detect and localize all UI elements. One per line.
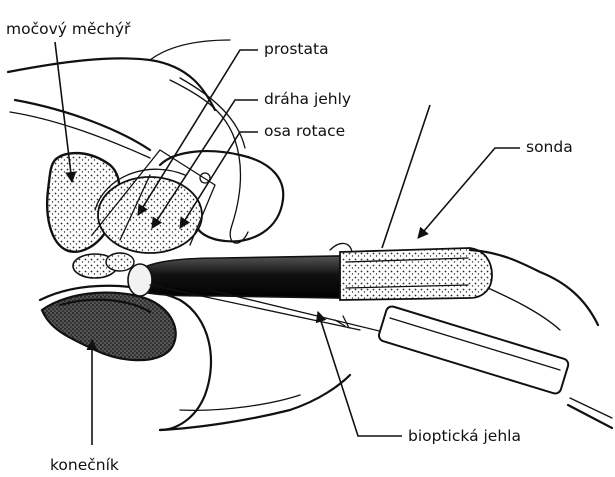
- probe-label: sonda: [526, 138, 573, 156]
- prostate-label: prostata: [264, 40, 329, 58]
- rectum-label: konečník: [50, 456, 119, 474]
- rectum-shape: [42, 293, 176, 361]
- biopsy-needle-label: bioptická jehla: [408, 427, 521, 445]
- needle-path-label: dráha jehly: [264, 90, 351, 108]
- bladder-label: močový měchýř: [6, 20, 131, 38]
- needle-guide: [150, 285, 612, 428]
- vesicle-shape: [73, 253, 134, 278]
- rotation-axis-label: osa rotace: [264, 122, 345, 140]
